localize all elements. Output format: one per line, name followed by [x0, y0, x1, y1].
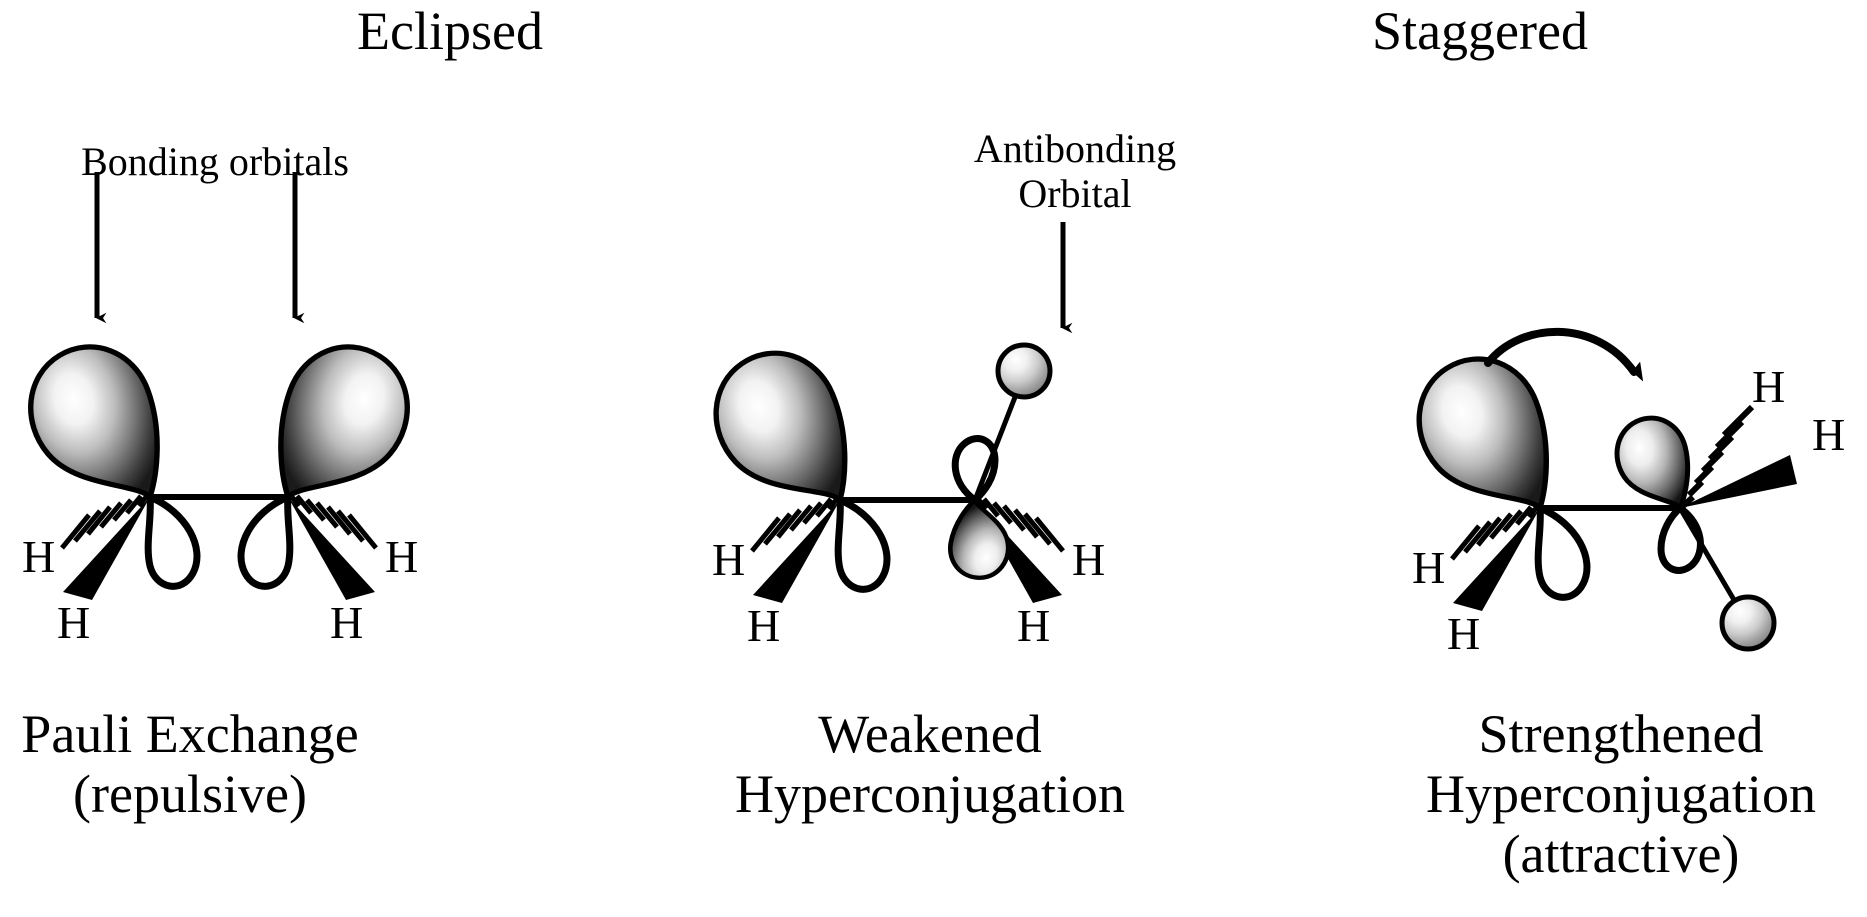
back-lobe-staggered-c1 [1534, 502, 1591, 601]
panel-eclipsed-molecule [18, 334, 421, 600]
h-label-weakened-4: H [1017, 600, 1051, 651]
h-label-weakened-2: H [747, 600, 781, 651]
solid-wedge-staggered-c2 [1680, 455, 1797, 508]
antibonding-node-loop-weakened [951, 435, 999, 505]
bonding-orbital-eclipsed-c2 [264, 334, 420, 520]
caption-right-line3: (attractive) [1502, 824, 1740, 884]
bonding-orbital-eclipsed-c1 [18, 334, 174, 520]
curved-hyperconjugation-arrow [1484, 327, 1644, 382]
h-label-staggered-4: H [1812, 409, 1846, 460]
ch-bond-weakened [972, 391, 1020, 501]
ch-bond-staggered [1677, 506, 1740, 607]
back-lobe-staggered-c2 [1657, 503, 1704, 574]
h-label-staggered-3: H [1752, 361, 1786, 412]
hydrogen-sphere-staggered [1719, 594, 1777, 652]
h-label-eclipsed-1: H [22, 531, 56, 582]
solid-wedge-weakened-c1 [753, 500, 840, 603]
caption-right-line1: Strengthened [1478, 704, 1764, 764]
label-bonding-orbitals: Bonding orbitals [81, 139, 349, 184]
hash-wedge-staggered-c2 [1680, 404, 1755, 509]
h-label-weakened-1: H [712, 534, 746, 585]
label-antibonding-orbital-line2: Orbital [1018, 171, 1132, 216]
panel-staggered-molecule [1405, 327, 1797, 652]
panel-weakened-molecule [701, 338, 1065, 603]
back-lobe-eclipsed-c1 [144, 491, 201, 590]
title-eclipsed: Eclipsed [357, 1, 543, 61]
h-label-staggered-1: H [1412, 542, 1446, 593]
title-staggered: Staggered [1372, 1, 1588, 61]
h-label-weakened-3: H [1072, 534, 1106, 585]
caption-left-line2: (repulsive) [73, 764, 307, 824]
back-lobe-eclipsed-c2 [237, 491, 294, 590]
caption-left-line1: Pauli Exchange [21, 704, 359, 764]
caption-middle-line1: Weakened [818, 704, 1042, 764]
h-label-eclipsed-4: H [330, 597, 364, 648]
h-label-eclipsed-3: H [385, 531, 419, 582]
solid-wedge-staggered-c1 [1453, 508, 1540, 611]
solid-wedge-eclipsed-c1 [63, 497, 150, 600]
antibonding-orbital-staggered [1612, 414, 1694, 516]
caption-middle-line2: Hyperconjugation [735, 764, 1125, 824]
hash-wedge-weakened-c2 [973, 493, 1065, 553]
back-lobe-weakened-c1 [834, 494, 891, 593]
caption-right-line2: Hyperconjugation [1426, 764, 1816, 824]
h-label-eclipsed-2: H [57, 597, 91, 648]
hydrogen-sphere-weakened [995, 342, 1053, 400]
solid-wedge-eclipsed-c2 [288, 497, 375, 600]
hash-wedge-staggered-c1 [1450, 501, 1542, 561]
hash-wedge-eclipsed-c2 [286, 490, 378, 550]
label-antibonding-orbital-line1: Antibonding [973, 126, 1177, 171]
bonding-orbital-weakened-c1 [701, 338, 864, 528]
h-label-staggered-2: H [1447, 608, 1481, 659]
bonding-orbital-staggered-c1 [1405, 345, 1563, 533]
